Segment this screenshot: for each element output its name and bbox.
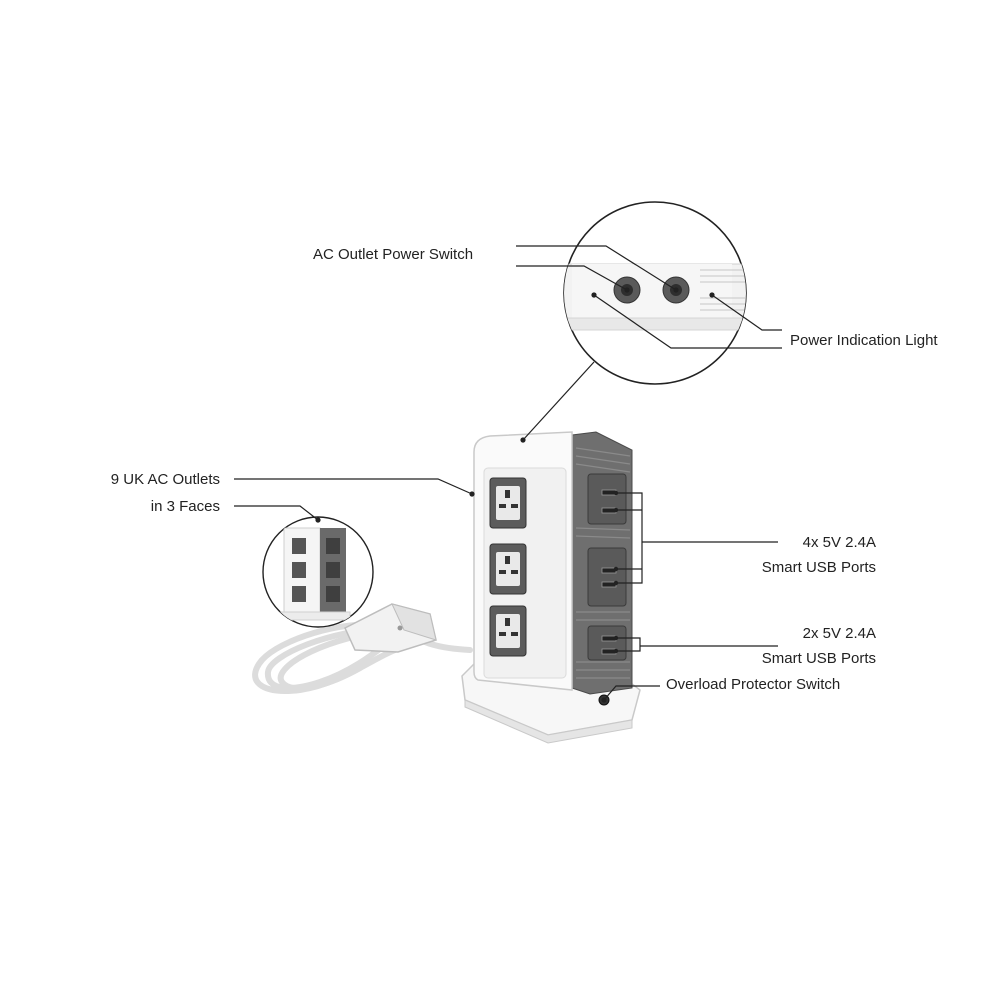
label-power-indication-light: Power Indication Light [790,332,938,349]
usb-panels [587,473,627,661]
uk-plug [344,603,437,653]
leader-lines [234,245,782,701]
label-usb-4x-name: Smart USB Ports [761,559,876,576]
usb-ports [601,489,617,655]
power-tower [461,431,641,744]
three-faces-thumbnail [262,516,374,628]
label-usb-2x-name: Smart USB Ports [761,650,876,667]
label-usb-4x-rating: 4x 5V 2.4A [802,534,876,551]
label-usb-2x-rating: 2x 5V 2.4A [802,625,876,642]
label-in-3-faces: in 3 Faces [150,498,220,515]
ac-sockets [489,477,527,657]
label-ac-outlet-power-switch: AC Outlet Power Switch [313,246,474,263]
label-uk-ac-outlets: 9 UK AC Outlets [110,471,220,488]
label-overload-protector-switch: Overload Protector Switch [666,676,841,693]
top-zoom-detail [563,201,747,385]
leader-dots [315,287,715,703]
